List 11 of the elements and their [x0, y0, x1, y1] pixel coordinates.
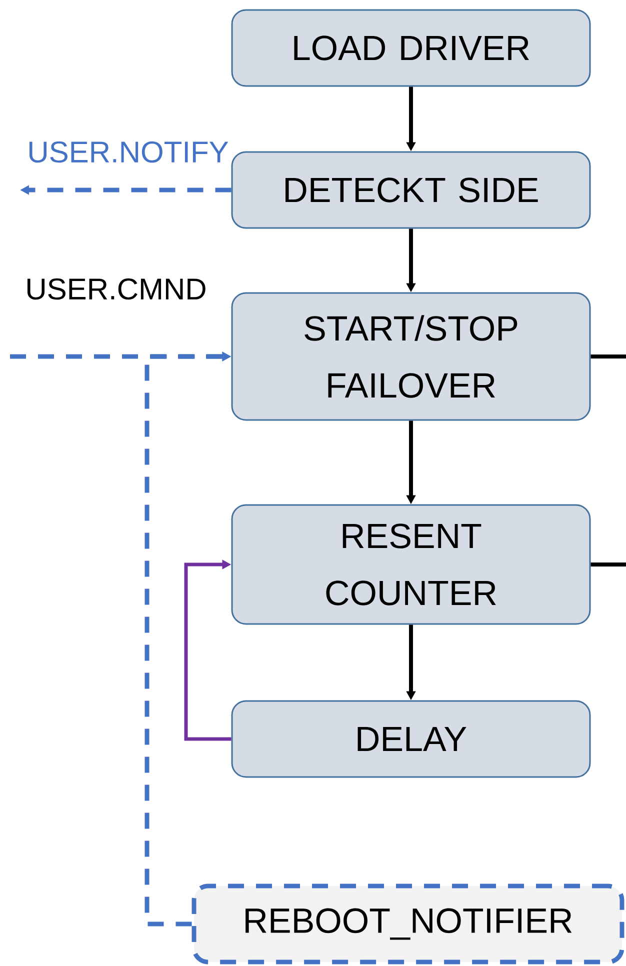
- edge-label: USER.NOTIFY: [26, 140, 230, 164]
- process-box: DELAY: [231, 700, 591, 778]
- process-box: START/STOP FAILOVER: [231, 292, 591, 421]
- arrow: [184, 560, 232, 741]
- edge-label: USER.CMND: [24, 277, 208, 301]
- notifier-box: REBOOT_NOTIFIER: [192, 884, 624, 964]
- process-box: DETECKT SIDE: [231, 151, 591, 229]
- process-box: LOAD DRIVER: [231, 9, 591, 87]
- connector-line: [590, 562, 626, 566]
- process-box: RESENT COUNTER: [231, 504, 591, 625]
- connector-line: [590, 354, 626, 358]
